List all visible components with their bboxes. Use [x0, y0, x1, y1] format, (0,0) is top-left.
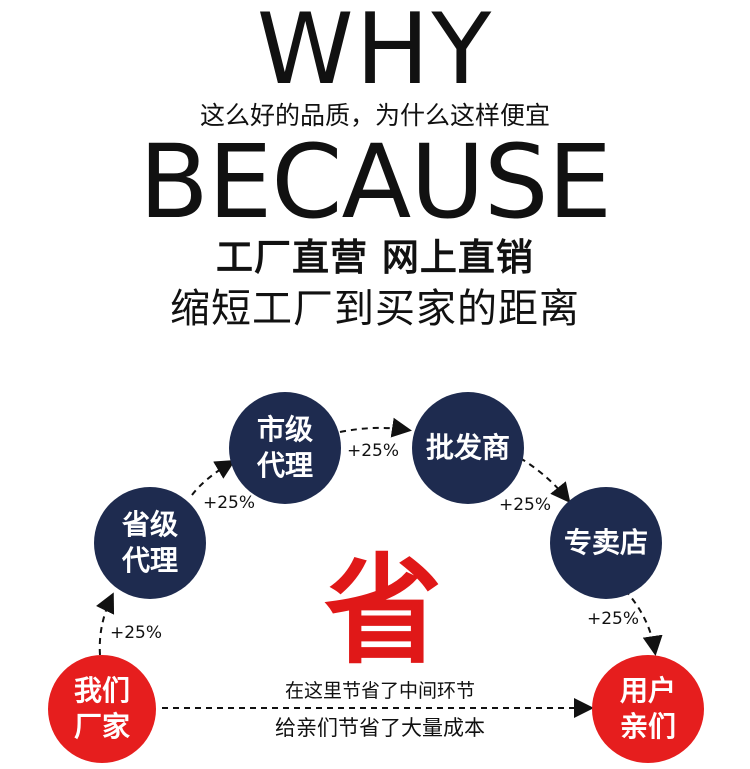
node-store-label: 专卖店 [563, 526, 648, 559]
save-character: 省 [323, 542, 442, 680]
arrow-store-to-user [624, 589, 663, 656]
node-provincial-line2: 代理 [121, 544, 178, 577]
note-save-cost: 给亲们节省了大量成本 [275, 716, 485, 740]
node-provincial-line1: 省级 [121, 508, 178, 541]
reason-line-1: 工厂直营 网上直销 [216, 236, 534, 279]
why-heading: WHY [256, 0, 494, 107]
arrow-provincial-to-city [191, 459, 236, 496]
node-user: 用户亲们 [592, 655, 704, 763]
node-city-line2: 代理 [256, 449, 313, 482]
node-factory-line2: 厂家 [73, 710, 130, 743]
arrow-wholesaler-to-store [519, 457, 571, 504]
markup-label-3: +25% [347, 441, 400, 461]
node-city-line1: 市级 [256, 413, 313, 446]
because-heading: BECAUSE [138, 123, 612, 242]
markup-label-4: +25% [499, 495, 552, 515]
reason-line-2: 缩短工厂到买家的距离 [170, 286, 580, 332]
why-subtitle: 这么好的品质，为什么这样便宜 [199, 101, 550, 130]
node-wholesaler: 批发商 [412, 392, 524, 504]
node-wholesaler-label: 批发商 [425, 431, 510, 464]
node-store: 专卖店 [550, 487, 662, 599]
markup-label-5: +25% [587, 609, 640, 629]
arrow-factory-to-provincial [96, 592, 115, 656]
markup-label-1: +25% [110, 623, 163, 643]
node-city-agent: 市级代理 [229, 392, 341, 504]
arrow-city-to-wholesaler [339, 417, 412, 438]
node-factory: 我们厂家 [48, 655, 156, 763]
node-provincial-agent: 省级代理 [94, 487, 206, 599]
node-factory-line1: 我们 [73, 674, 130, 707]
note-middle-steps: 在这里节省了中间环节 [284, 680, 475, 702]
node-user-line2: 亲们 [619, 710, 676, 743]
node-user-line1: 用户 [619, 674, 676, 707]
markup-label-2: +25% [203, 493, 256, 513]
